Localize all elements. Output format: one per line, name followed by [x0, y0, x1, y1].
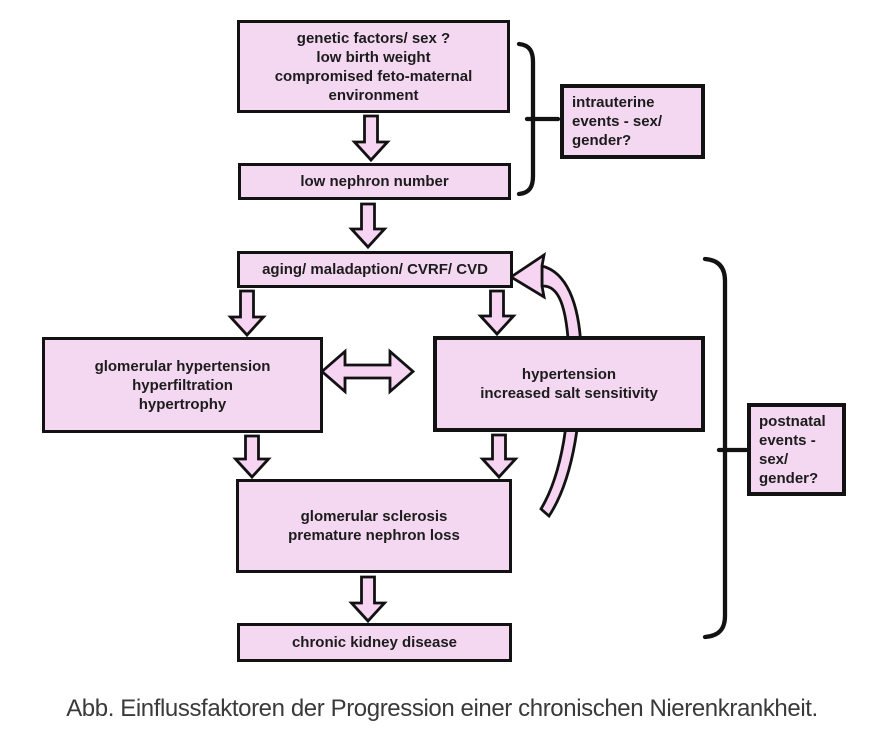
feedback-loop-arrow-body: [539, 264, 583, 519]
box-line: low birth weight: [316, 48, 431, 66]
box-line: genetic factors/ sex ?: [296, 29, 451, 47]
box-line: compromised feto-maternal: [274, 67, 473, 85]
box-postnatal-events: postnatal events - sex/ gender?: [747, 403, 846, 496]
arrow-sclerosis-to-ckd: [348, 575, 388, 624]
box-line: gender?: [759, 469, 819, 487]
box-line: glomerular hypertension: [94, 357, 271, 375]
box-line: premature nephron loss: [288, 527, 460, 544]
box-line: hypertrophy: [138, 395, 227, 413]
arrow-nephron-to-aging: [348, 202, 388, 250]
box-line: sex/: [759, 450, 789, 468]
box-intrauterine-events: intrauterine events - sex/ gender?: [560, 84, 705, 159]
box-line: hypertension: [521, 366, 617, 383]
arrow-double-glomerular-hypertension: [319, 348, 416, 395]
box-hypertension: hypertension increased salt sensitivity: [433, 336, 705, 432]
box-line: gender?: [572, 132, 632, 149]
box-line: intrauterine: [572, 94, 655, 111]
box-genetic-factors: genetic factors/ sex ? low birth weight …: [237, 20, 510, 113]
arrow-aging-to-glomerular: [227, 289, 267, 338]
feedback-loop-arrowhead: [508, 252, 546, 300]
arrow-aging-to-hypertension: [477, 289, 517, 337]
box-line: postnatal: [759, 412, 826, 430]
box-glomerular-hypertension: glomerular hypertension hyperfiltration …: [42, 337, 323, 433]
box-aging-maladaption: aging/ maladaption/ CVRF/ CVD: [237, 251, 513, 288]
arrow-glomerular-to-sclerosis: [232, 434, 272, 480]
figure-caption: Abb. Einflussfaktoren der Progression ei…: [66, 695, 818, 722]
box-line: events - sex/: [572, 113, 663, 130]
arrow-genetic-to-nephron: [351, 114, 391, 163]
arrow-hypertension-to-sclerosis: [479, 433, 519, 480]
box-line: environment: [328, 86, 419, 104]
box-line: aging/ maladaption/ CVRF/ CVD: [262, 261, 488, 278]
box-line: hyperfiltration: [132, 376, 233, 394]
box-line: events -: [759, 431, 816, 449]
box-line: chronic kidney disease: [291, 634, 458, 651]
box-chronic-kidney-disease: chronic kidney disease: [237, 623, 512, 662]
box-low-nephron-number: low nephron number: [238, 163, 511, 200]
box-line: glomerular sclerosis: [300, 508, 448, 525]
box-line: low nephron number: [300, 173, 449, 190]
box-glomerular-sclerosis: glomerular sclerosis premature nephron l…: [236, 479, 512, 573]
box-line: increased salt sensitivity: [480, 385, 658, 402]
